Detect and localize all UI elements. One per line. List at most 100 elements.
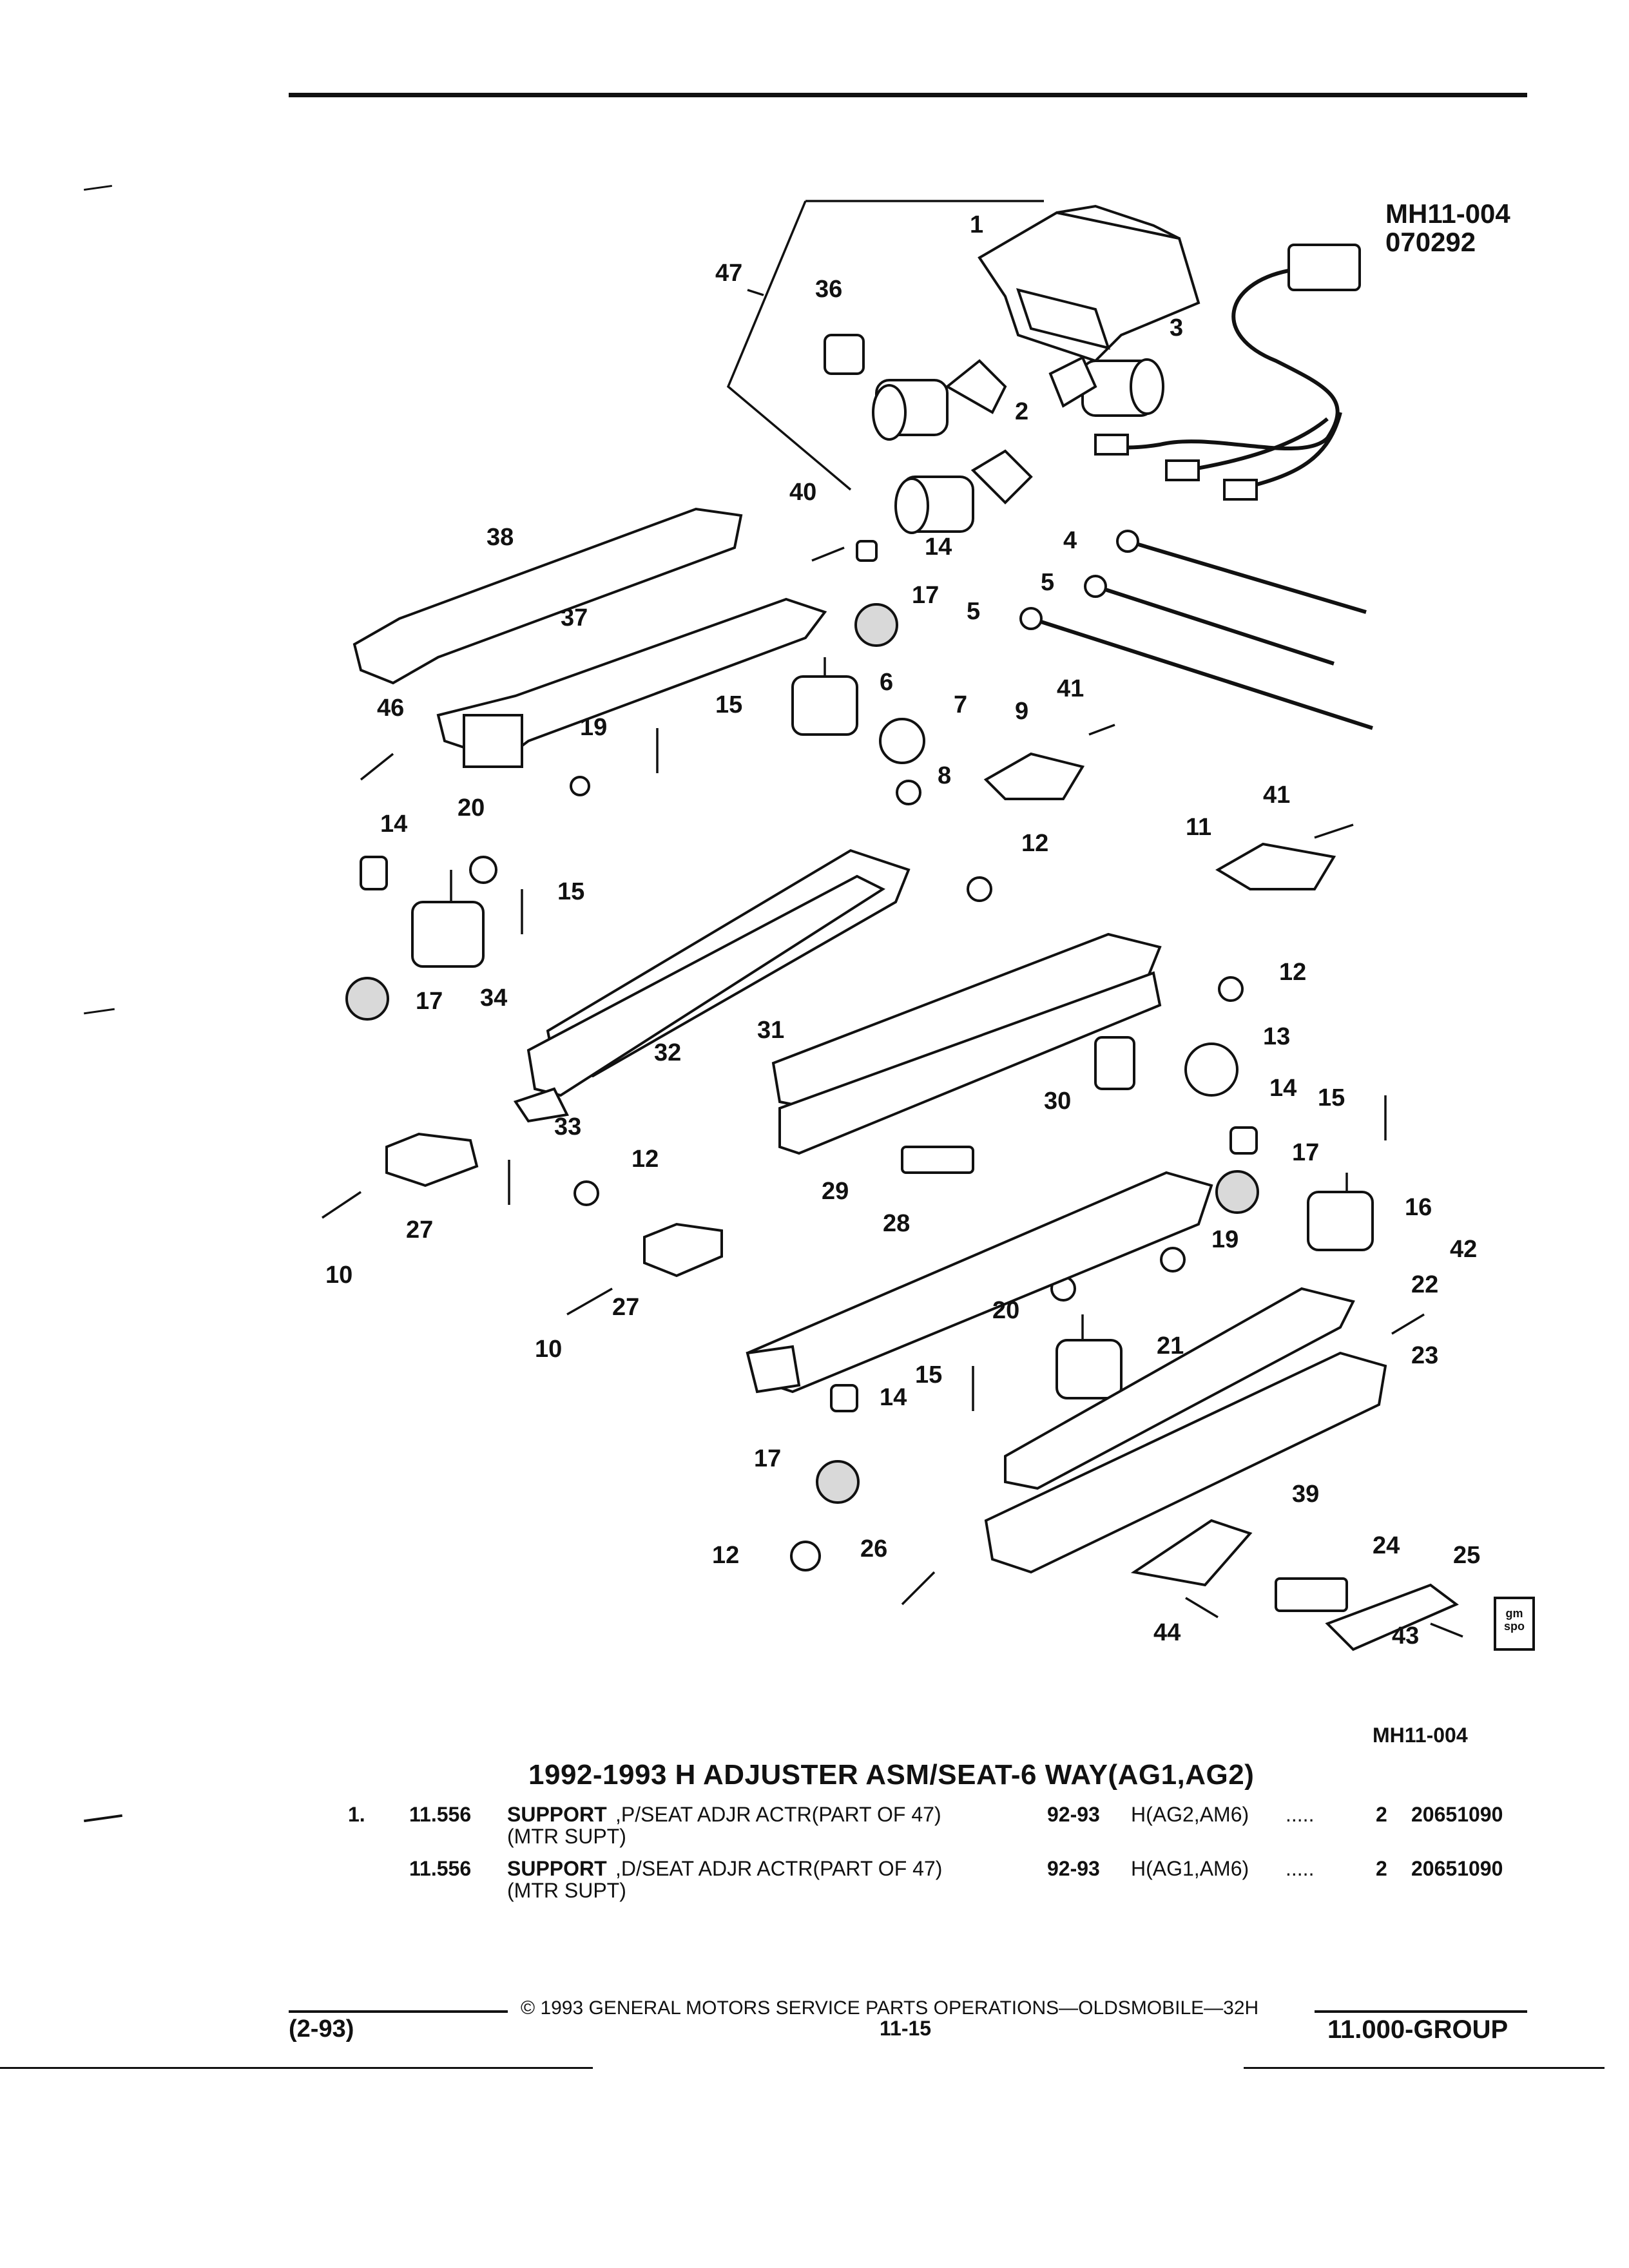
footer-group: 11.000-GROUP: [1327, 2015, 1509, 2044]
callout-42: 42: [1450, 1236, 1478, 1263]
usage: H(AG1,AM6): [1131, 1857, 1249, 1880]
bracket-9: [983, 752, 1085, 800]
group-number: 11.556: [409, 1857, 472, 1880]
callout-27a: 27: [406, 1216, 434, 1244]
section-title: 1992-1993 H ADJUSTER ASM/SEAT-6 WAY(AG1,…: [528, 1759, 1255, 1791]
exploded-parts-diagram: [322, 200, 1535, 1651]
part-note: (MTR SUPT): [507, 1825, 626, 1848]
part-description: ,D/SEAT ADJR ACTR(PART OF 47): [615, 1857, 943, 1880]
callout-17c: 17: [1292, 1139, 1320, 1166]
gears: [345, 603, 1259, 1504]
callout-12b: 12: [1279, 959, 1307, 986]
callout-34: 34: [480, 985, 508, 1012]
callout-39: 39: [1292, 1481, 1320, 1508]
callout-14d: 14: [880, 1384, 907, 1411]
part-name: SUPPORT: [507, 1857, 607, 1880]
callout-9: 9: [1015, 698, 1029, 725]
upper-covers: [352, 507, 827, 768]
usage: H(AG2,AM6): [1131, 1803, 1249, 1826]
callout-20b: 20: [992, 1297, 1020, 1324]
quantity: 2: [1376, 1803, 1387, 1826]
part-number: 20651090: [1411, 1857, 1503, 1880]
callout-12a: 12: [1021, 830, 1049, 857]
callout-19b: 19: [1211, 1226, 1239, 1253]
callout-41a: 41: [1057, 675, 1084, 702]
callout-30: 30: [1044, 1088, 1072, 1115]
callout-27b: 27: [612, 1294, 640, 1321]
callout-38: 38: [487, 524, 514, 551]
callout-22: 22: [1411, 1271, 1439, 1298]
footer-date: (2-93): [289, 2015, 354, 2042]
diagram-reference-date: 070292: [1385, 227, 1476, 258]
copyright-line: © 1993 GENERAL MOTORS SERVICE PARTS OPER…: [521, 1997, 1259, 2019]
group-number: 11.556: [409, 1803, 472, 1826]
callout-15d: 15: [915, 1361, 943, 1389]
callout-17a: 17: [912, 582, 940, 609]
callout-29: 29: [822, 1178, 849, 1205]
callout-19a: 19: [580, 714, 608, 741]
callout-15c: 15: [1318, 1084, 1345, 1111]
cover-27a: [385, 1132, 479, 1187]
callout-12c: 12: [631, 1146, 659, 1173]
callout-21: 21: [1157, 1332, 1184, 1360]
callout-47: 47: [715, 260, 743, 287]
callout-5a: 5: [1041, 569, 1055, 596]
callout-37: 37: [561, 604, 588, 631]
years: 92-93: [1047, 1857, 1100, 1880]
callout-25: 25: [1453, 1542, 1481, 1569]
callout-6: 6: [880, 669, 894, 696]
callout-23: 23: [1411, 1342, 1439, 1369]
callout-4: 4: [1063, 527, 1077, 554]
callout-15b: 15: [557, 878, 585, 905]
spring-30: [1094, 1036, 1135, 1090]
callout-15a: 15: [715, 691, 743, 718]
years: 92-93: [1047, 1803, 1100, 1826]
callout-14a: 14: [925, 533, 952, 561]
callout-8: 8: [938, 762, 952, 789]
header-rule: [289, 93, 1527, 97]
callout-41b: 41: [1263, 782, 1291, 809]
diagram-reference-id: MH11-004: [1385, 198, 1510, 229]
diagram-caption: MH11-004: [1373, 1724, 1468, 1747]
callout-2: 2: [1015, 398, 1029, 425]
item-number: 1.: [348, 1803, 365, 1826]
logo-line-2: spo: [1503, 1619, 1525, 1633]
drive-cables: [1019, 530, 1373, 730]
callout-3: 3: [1170, 314, 1184, 341]
callout-16: 16: [1405, 1194, 1432, 1221]
part-number: 20651090: [1411, 1803, 1503, 1826]
latch-29: [901, 1146, 974, 1174]
callout-5b: 5: [967, 598, 981, 625]
callout-13: 13: [1263, 1023, 1291, 1050]
callout-11: 11: [1186, 814, 1212, 841]
callout-10a: 10: [325, 1262, 353, 1289]
bottom-edge-rule: [1244, 2067, 1605, 2069]
callout-14c: 14: [1269, 1075, 1297, 1102]
part-note: (MTR SUPT): [507, 1879, 626, 1902]
callout-7: 7: [954, 691, 968, 718]
lower-covers: [984, 1287, 1387, 1587]
callout-24: 24: [1373, 1532, 1400, 1559]
callout-46: 46: [377, 695, 405, 722]
callout-32: 32: [654, 1039, 682, 1066]
callout-28: 28: [883, 1210, 911, 1237]
switch-24: [1275, 1577, 1348, 1612]
part-description: ,P/SEAT ADJR ACTR(PART OF 47): [615, 1803, 941, 1826]
bezel-25: [1325, 1583, 1459, 1651]
callout-44: 44: [1153, 1619, 1181, 1646]
callout-17d: 17: [754, 1445, 782, 1472]
wiring-harness: [1094, 244, 1361, 501]
footer-rule-right: [1315, 2010, 1527, 2013]
callout-14b: 14: [380, 811, 408, 838]
logo-frame: [1494, 1597, 1535, 1651]
quantity: 2: [1376, 1857, 1387, 1880]
bracket-11: [1215, 842, 1336, 890]
dots: .....: [1286, 1803, 1315, 1826]
diagram-reference: MH11-004 070292: [1385, 198, 1510, 258]
cover-27b: [643, 1222, 723, 1278]
nuts-washers: [360, 540, 1258, 1571]
logo-line-1: gm: [1505, 1607, 1523, 1620]
callout-12d: 12: [712, 1542, 740, 1569]
seat-motors: [872, 356, 1164, 534]
gm-spo-logo: gm spo: [1499, 1607, 1530, 1633]
